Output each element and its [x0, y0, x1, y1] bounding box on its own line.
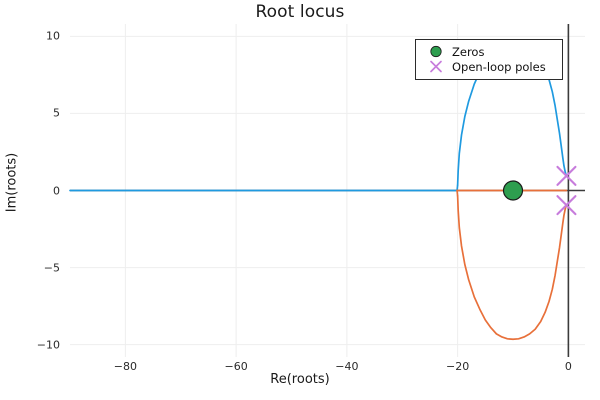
- zero-markers: [502, 180, 524, 201]
- open-loop-pole-markers: [556, 165, 577, 216]
- x-tick-label: −40: [335, 360, 359, 373]
- y-axis-title: Im(roots): [4, 152, 20, 213]
- y-tick-label: 0: [53, 184, 60, 197]
- x-tick-label: −20: [446, 360, 470, 373]
- legend: Zeros Open-loop poles: [415, 39, 563, 80]
- x-tick-label: −60: [224, 360, 248, 373]
- legend-label-zeros: Zeros: [452, 44, 485, 59]
- legend-item-open-loop-poles: Open-loop poles: [422, 59, 556, 74]
- x-tick-label: −80: [113, 360, 137, 373]
- x-tick-label: 0: [564, 360, 572, 373]
- legend-label-open-loop-poles: Open-loop poles: [452, 59, 546, 74]
- y-tick-label: −10: [36, 338, 60, 352]
- y-tick-label: 10: [46, 29, 60, 43]
- zeros-circle-icon: [422, 44, 450, 59]
- y-tick-label: −5: [43, 261, 60, 275]
- x-axis-title: Re(roots): [270, 372, 330, 387]
- page-title: Root locus: [255, 2, 345, 22]
- series-lines: [69, 40, 568, 341]
- legend-item-zeros: Zeros: [422, 44, 556, 59]
- y-tick-label: 5: [53, 106, 60, 120]
- pole-x-icon: [422, 59, 450, 74]
